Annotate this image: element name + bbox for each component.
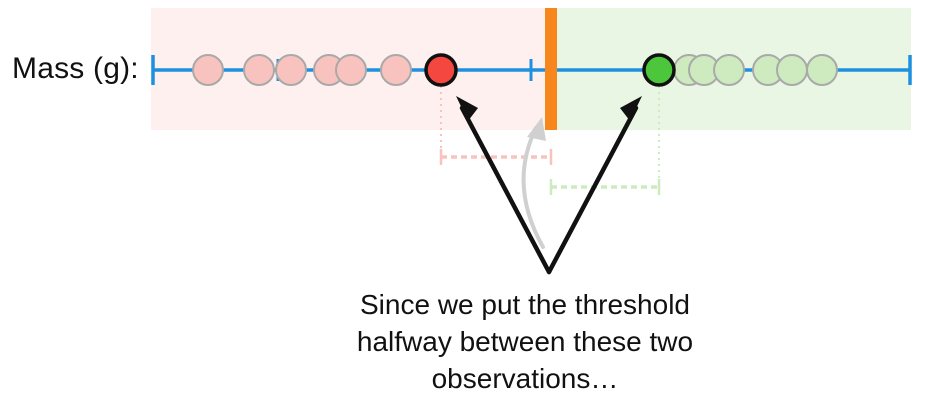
caption: Since we put the threshold halfway betwe…	[300, 286, 750, 397]
arrow-head-red	[456, 96, 478, 121]
faded-red-point	[275, 54, 307, 86]
green-point-closest	[642, 53, 676, 87]
faded-arrow-head	[527, 117, 546, 141]
caption-line-2: halfway between these two	[356, 326, 694, 357]
threshold-line	[545, 8, 557, 130]
faded-green-point	[776, 54, 808, 86]
faded-red-point	[380, 54, 412, 86]
faded-red-point	[192, 54, 224, 86]
faded-red-point	[243, 54, 275, 86]
arrow-to-red-point	[459, 105, 552, 275]
green-faded-points	[673, 54, 838, 86]
faded-green-point	[806, 54, 838, 86]
red-point-closest	[424, 53, 458, 87]
axis-label: Mass (g):	[12, 52, 139, 85]
faded-green-point	[713, 54, 745, 86]
arrow-head-green	[620, 96, 642, 121]
caption-line-1: Since we put the threshold	[360, 289, 690, 320]
arrow-to-green-point	[546, 105, 639, 275]
red-faded-points	[192, 54, 412, 86]
caption-line-3: observations…	[431, 363, 619, 394]
faded-red-point	[335, 54, 367, 86]
faded-arrow-to-threshold	[521, 126, 545, 249]
